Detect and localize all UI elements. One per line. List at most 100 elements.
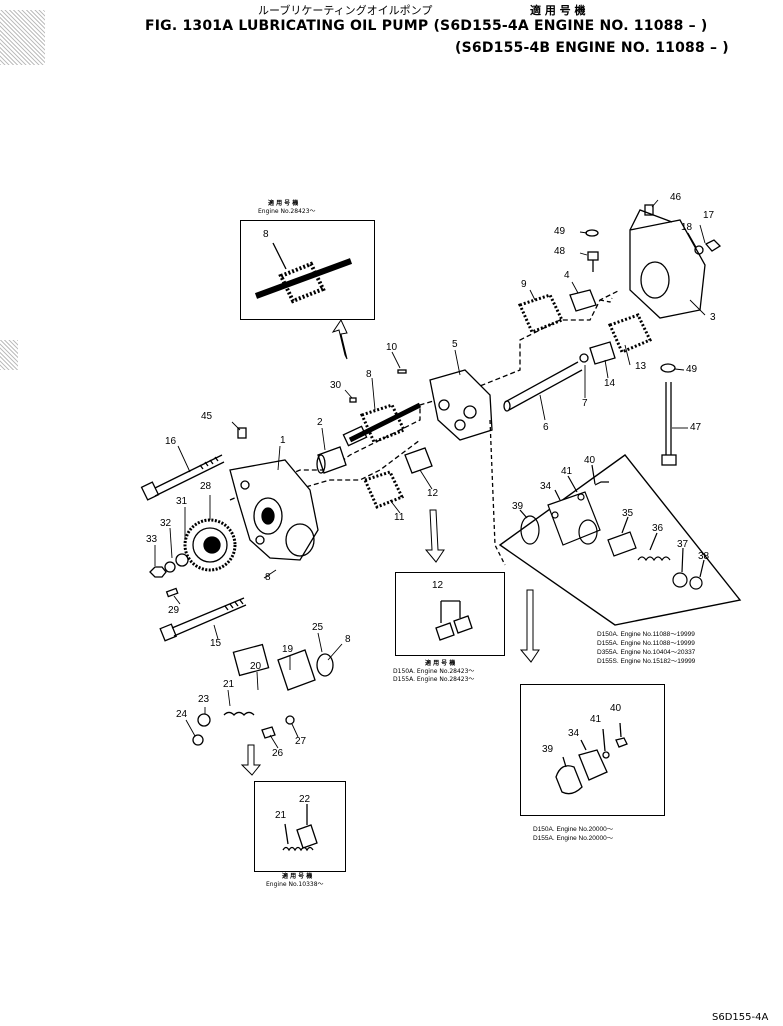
spring-callout-22: 22 — [299, 794, 311, 805]
callout-3: 3 — [710, 312, 716, 323]
callout-10: 10 — [386, 342, 398, 353]
key — [165, 587, 179, 598]
pump-cover-5 — [429, 369, 493, 441]
callout-30: 30 — [330, 380, 342, 391]
cover-callout-41: 41 — [590, 714, 602, 725]
callout-33: 33 — [146, 534, 158, 545]
bolt-16 — [140, 454, 225, 501]
inset-applicable-label: 適 用 号 機 — [268, 200, 299, 207]
callout-26: 26 — [272, 748, 284, 759]
callout-45: 45 — [201, 411, 213, 422]
callout-2: 2 — [317, 417, 323, 428]
washer — [164, 561, 176, 573]
gasket-18 — [694, 245, 704, 255]
callout-29: 29 — [168, 605, 180, 616]
bushing-2 — [316, 446, 347, 474]
relief-valve-body — [232, 643, 270, 677]
spring-engine-range: Engine No.10338～ — [266, 881, 324, 888]
scan-noise — [0, 10, 45, 65]
pump-case-3 — [629, 209, 706, 319]
callout-6: 6 — [543, 422, 549, 433]
gear-9 — [517, 293, 565, 334]
callout-12: 12 — [427, 488, 439, 499]
callout-15: 15 — [210, 638, 222, 649]
callout-18: 18 — [681, 222, 693, 233]
driven-gear-11 — [362, 470, 405, 509]
callout-19: 19 — [282, 644, 294, 655]
bolt-15 — [159, 597, 247, 642]
relief-valve-inset — [498, 454, 742, 626]
applicable-no-label: 適 用 号 機 — [530, 4, 586, 17]
lock-washer — [175, 553, 189, 567]
cover-callout-40: 40 — [610, 703, 622, 714]
spring-callout-21: 21 — [275, 810, 287, 821]
callout-4: 4 — [564, 270, 570, 281]
inset-shaft-gear — [240, 220, 375, 320]
inset-cover — [520, 684, 665, 816]
spring-21 — [223, 711, 255, 716]
scan-noise — [0, 340, 18, 370]
pin-46 — [644, 204, 654, 216]
callout-35: 35 — [622, 508, 634, 519]
cover-applicability: D150A. Engine No.20000～ D155A. Engine No… — [533, 826, 614, 842]
callout-7: 7 — [582, 398, 588, 409]
model-code-footer: S6D155-4A — [712, 1012, 769, 1023]
callout-11: 11 — [394, 512, 405, 523]
callout-27: 27 — [295, 736, 307, 747]
callout-31: 31 — [176, 496, 188, 507]
callout-20: 20 — [250, 661, 262, 672]
callout-17: 17 — [703, 210, 715, 221]
shaft-gear-8 — [342, 402, 422, 447]
callout-12-inset: 12 — [432, 580, 444, 591]
ring-23 — [197, 713, 211, 727]
plug-25 — [316, 653, 334, 677]
bushings-applicable-label: 適 用 号 機 — [425, 660, 456, 667]
callout-25: 25 — [312, 622, 324, 633]
flow-arrow — [240, 318, 540, 776]
bolt-48 — [587, 251, 599, 272]
callout-32: 32 — [160, 518, 172, 529]
callout-24: 24 — [176, 709, 188, 720]
callout-1: 1 — [280, 435, 286, 446]
callout-41: 41 — [561, 466, 573, 477]
callout-28: 28 — [200, 481, 212, 492]
bushing-14 — [589, 341, 616, 365]
figure-title: FIG. 1301A LUBRICATING OIL PUMP (S6D155-… — [145, 18, 708, 34]
callout-21: 21 — [223, 679, 235, 690]
ring-27 — [285, 715, 295, 725]
relief-valve-applicability: D150A. Engine No.11088～19999 D155A. Engi… — [597, 631, 696, 665]
bushing-4 — [569, 289, 597, 312]
callout-8-arrow-b: 8 — [345, 634, 351, 645]
callout-49: 49 — [554, 226, 566, 237]
bushings-engine-1: D150A. Engine No.28423～ — [393, 668, 475, 675]
shaft-6 — [503, 361, 583, 412]
callout-48: 48 — [554, 246, 566, 257]
callout-5: 5 — [452, 339, 458, 350]
pump-body — [229, 459, 319, 561]
spring-applicable-label: 適 用 号 機 — [282, 873, 313, 880]
callout-49b: 49 — [686, 364, 698, 375]
callout-46: 46 — [670, 192, 682, 203]
pin-30 — [349, 397, 357, 403]
bushings-engine-2: D155A. Engine No.28423～ — [393, 676, 475, 683]
cover-callout-34: 34 — [568, 728, 580, 739]
japanese-title: ルーブリケーティングオイルポンプ — [258, 4, 433, 17]
valve-19 — [277, 649, 316, 691]
washer-49 — [585, 229, 599, 237]
callout-36: 36 — [652, 523, 664, 534]
callout-13: 13 — [635, 361, 647, 372]
callout-9: 9 — [521, 279, 527, 290]
inset-engine-range: Engine No.28423～ — [258, 208, 316, 215]
inset-bushings — [395, 572, 505, 656]
callout-37: 37 — [677, 539, 689, 550]
callout-8-arrow: 8 — [265, 572, 271, 583]
callout-8: 8 — [366, 369, 372, 380]
callout-39: 39 — [512, 501, 524, 512]
plug-17 — [704, 239, 722, 252]
callout-14: 14 — [604, 378, 616, 389]
callout-40: 40 — [584, 455, 596, 466]
plug-24 — [192, 734, 204, 746]
cover-callout-39: 39 — [542, 744, 554, 755]
callout-16: 16 — [165, 436, 177, 447]
